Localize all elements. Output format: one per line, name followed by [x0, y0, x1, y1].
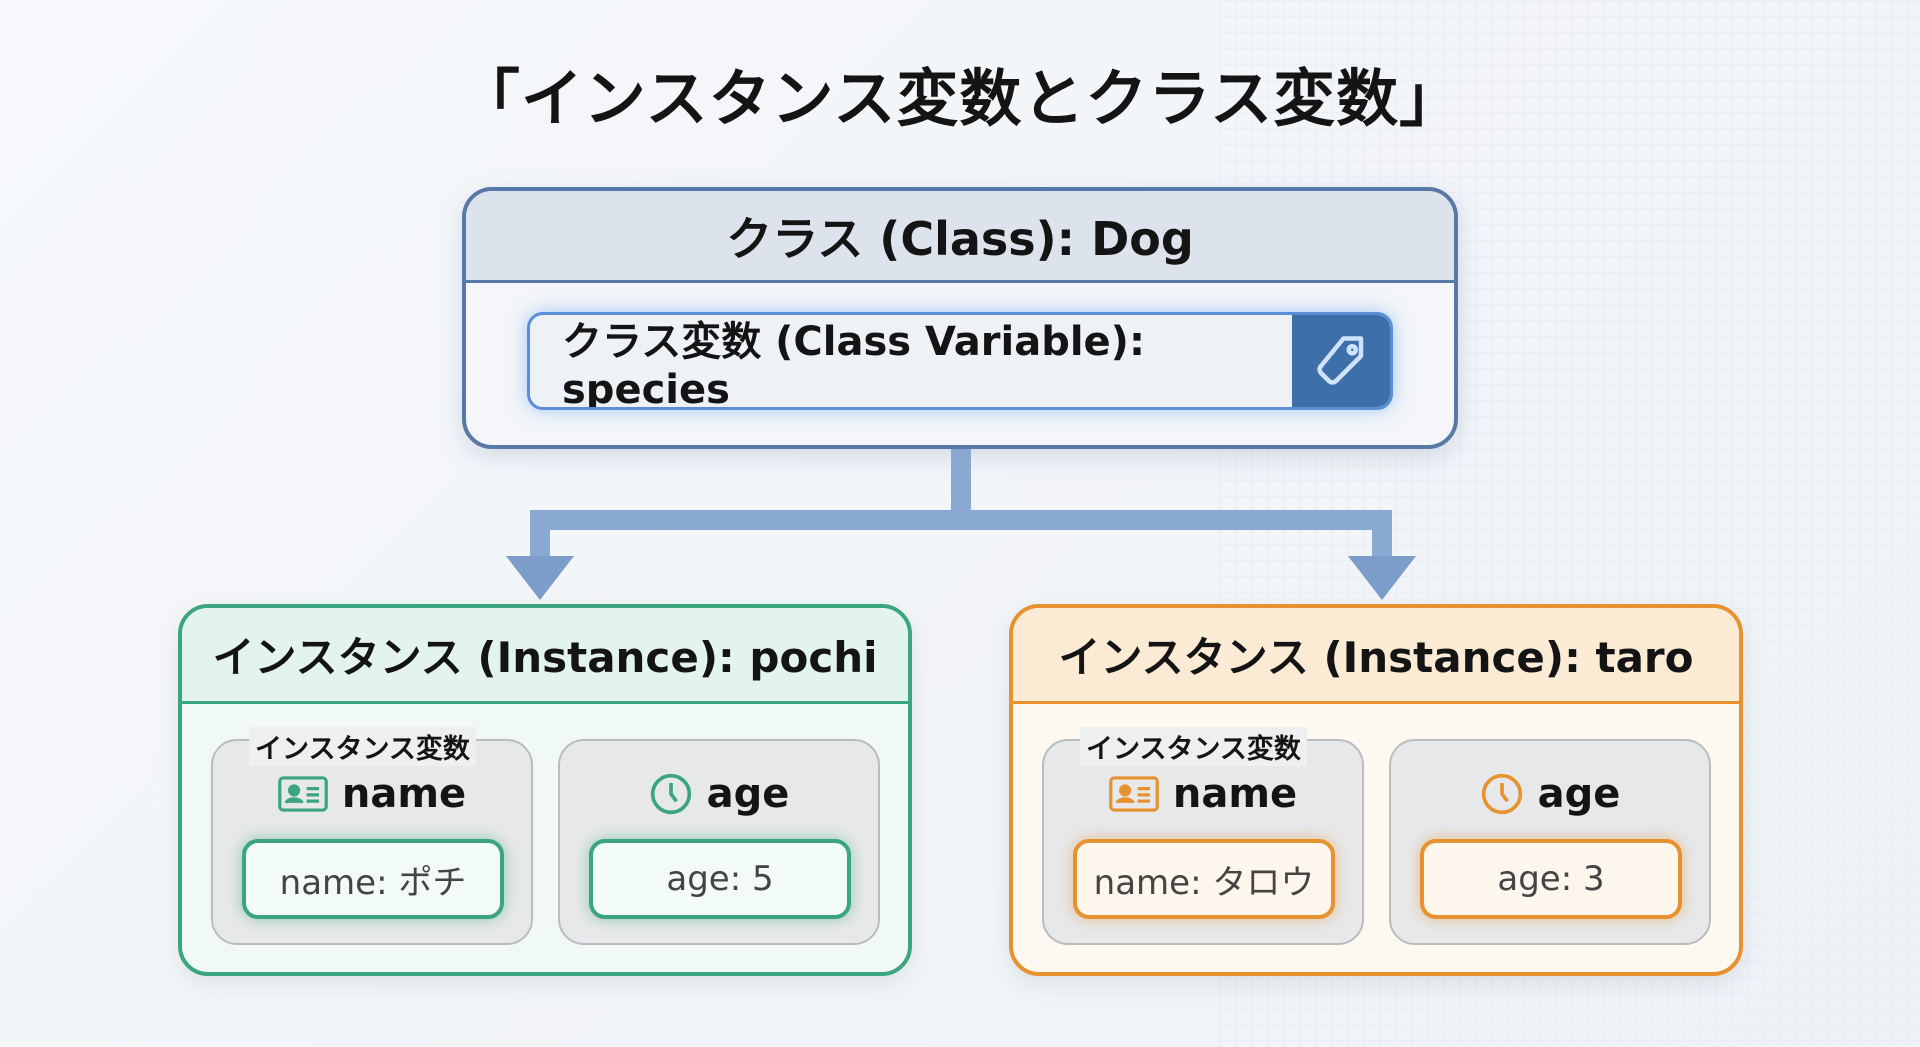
name-label: name [341, 771, 467, 817]
id-card-icon [1109, 776, 1159, 812]
clock-icon [650, 773, 691, 815]
arrow-down-left-icon [506, 556, 574, 600]
name-value: name: タロウ [1073, 839, 1335, 919]
instance-header: インスタンス (Instance): pochi [182, 608, 908, 704]
page-title: 「インスタンス変数とクラス変数」 [457, 62, 1463, 135]
class-box: クラス (Class): Dog クラス変数 (Class Variable):… [462, 187, 1458, 449]
id-card-icon [278, 776, 328, 812]
clock-icon [1481, 773, 1522, 815]
connector-left [530, 510, 550, 560]
name-variable-cell: インスタンス変数 name name: ポチ [211, 727, 533, 945]
class-header: クラス (Class): Dog [466, 191, 1454, 283]
instance-taro: インスタンス (Instance): taro インスタンス変数 name na… [1009, 604, 1743, 976]
name-value: name: ポチ [242, 839, 504, 919]
tag-icon [1292, 315, 1390, 407]
arrow-down-right-icon [1348, 556, 1416, 600]
instance-header: インスタンス (Instance): taro [1013, 608, 1739, 704]
instance-variable-legend: インスタンス変数 [1080, 727, 1307, 766]
name-label: name [1172, 771, 1298, 817]
connector-trunk [951, 449, 971, 529]
connector-right [1372, 510, 1392, 560]
age-variable-cell: age age: 5 [558, 739, 880, 945]
age-label: age [706, 771, 790, 817]
age-variable-cell: age age: 3 [1389, 739, 1711, 945]
age-label: age [1537, 771, 1621, 817]
age-value: age: 5 [589, 839, 851, 919]
instance-variable-legend: インスタンス変数 [249, 727, 476, 766]
age-value: age: 3 [1420, 839, 1682, 919]
class-variable-label: クラス変数 (Class Variable): species [562, 319, 1145, 410]
connector-bar [530, 510, 1392, 530]
name-variable-cell: インスタンス変数 name name: タロウ [1042, 727, 1364, 945]
instance-pochi: インスタンス (Instance): pochi インスタンス変数 name n… [178, 604, 912, 976]
class-variable-box: クラス変数 (Class Variable): species [527, 312, 1393, 410]
